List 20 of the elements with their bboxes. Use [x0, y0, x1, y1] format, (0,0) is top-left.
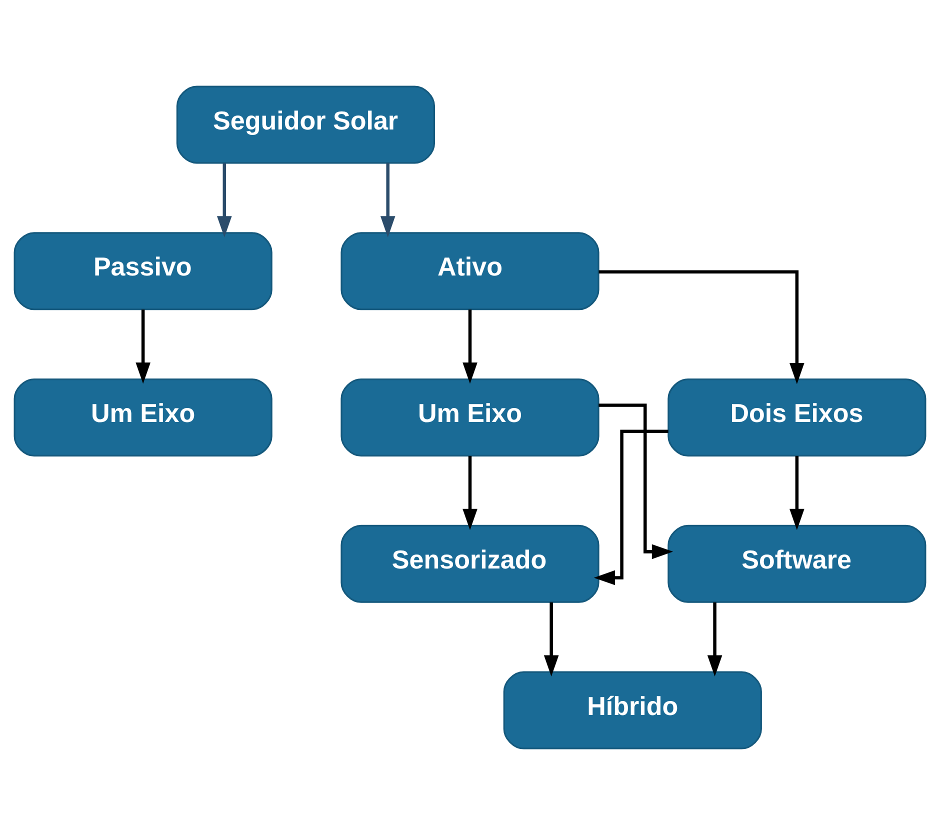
- node-box: Passivo: [14, 232, 272, 310]
- node-box: Dois Eixos: [668, 378, 926, 457]
- node-box: Híbrido: [503, 671, 762, 750]
- node-box: Sensorizado: [340, 524, 600, 603]
- arrow: [707, 602, 722, 676]
- arrow: [136, 310, 150, 384]
- node-box: Software: [668, 524, 926, 603]
- node-box: Ativo: [340, 232, 600, 310]
- arrow: [598, 404, 674, 560]
- arrow: [462, 310, 478, 384]
- node-box: Um Eixo: [14, 378, 272, 457]
- arrow: [594, 430, 668, 586]
- arrow: [544, 602, 559, 676]
- arrow: [790, 456, 804, 530]
- node-box: Seguidor Solar: [176, 86, 436, 164]
- node-box: Um Eixo: [340, 378, 600, 457]
- arrow: [598, 270, 804, 384]
- arrow: [462, 456, 478, 530]
- arrow: [380, 163, 396, 238]
- arrow: [216, 163, 232, 238]
